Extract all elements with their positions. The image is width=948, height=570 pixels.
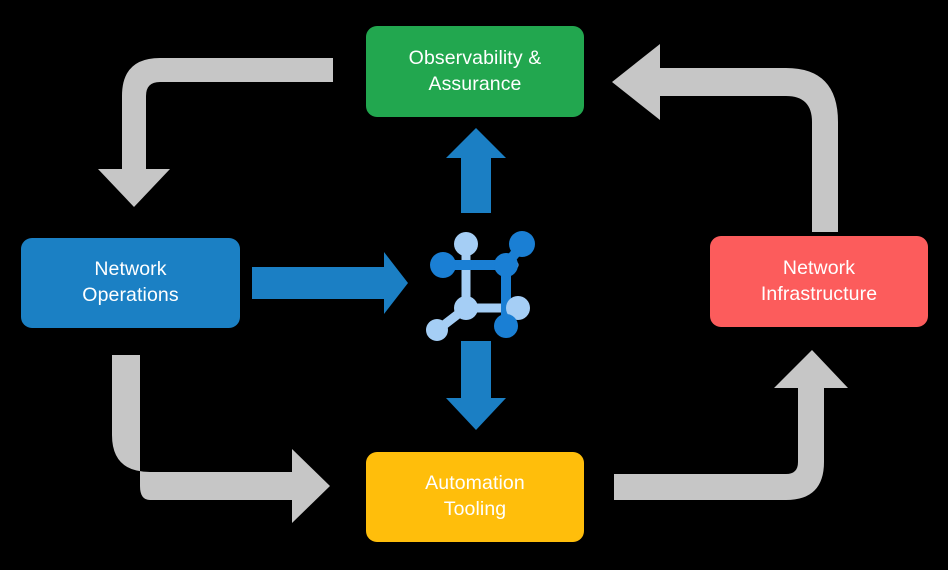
arrow-observability-to-netops — [98, 58, 333, 207]
network-topology-icon — [418, 218, 536, 341]
arrow-center-to-automation — [446, 341, 506, 430]
node-observability-assurance[interactable]: Observability & Assurance — [366, 26, 584, 117]
node-network-infrastructure-label: Network Infrastructure — [760, 256, 878, 305]
topology-nodes-primary — [430, 231, 535, 338]
node-observability-label: Observability & Assurance — [408, 46, 542, 95]
node-network-operations[interactable]: Network Operations — [21, 238, 240, 328]
arrow-netops-to-center — [252, 252, 408, 314]
topology-nodes-secondary — [426, 232, 530, 341]
arrow-netops-to-automation — [112, 355, 330, 523]
arrow-center-to-observability — [446, 128, 506, 213]
node-automation-tooling[interactable]: Automation Tooling — [366, 452, 584, 542]
node-network-operations-label: Network Operations — [82, 258, 179, 306]
arrow-netinfra-to-observability — [612, 44, 838, 232]
arrow-automation-to-netinfra — [614, 350, 848, 500]
node-network-infrastructure[interactable]: Network Infrastructure — [710, 236, 928, 327]
node-automation-tooling-label: Automation Tooling — [425, 472, 525, 520]
